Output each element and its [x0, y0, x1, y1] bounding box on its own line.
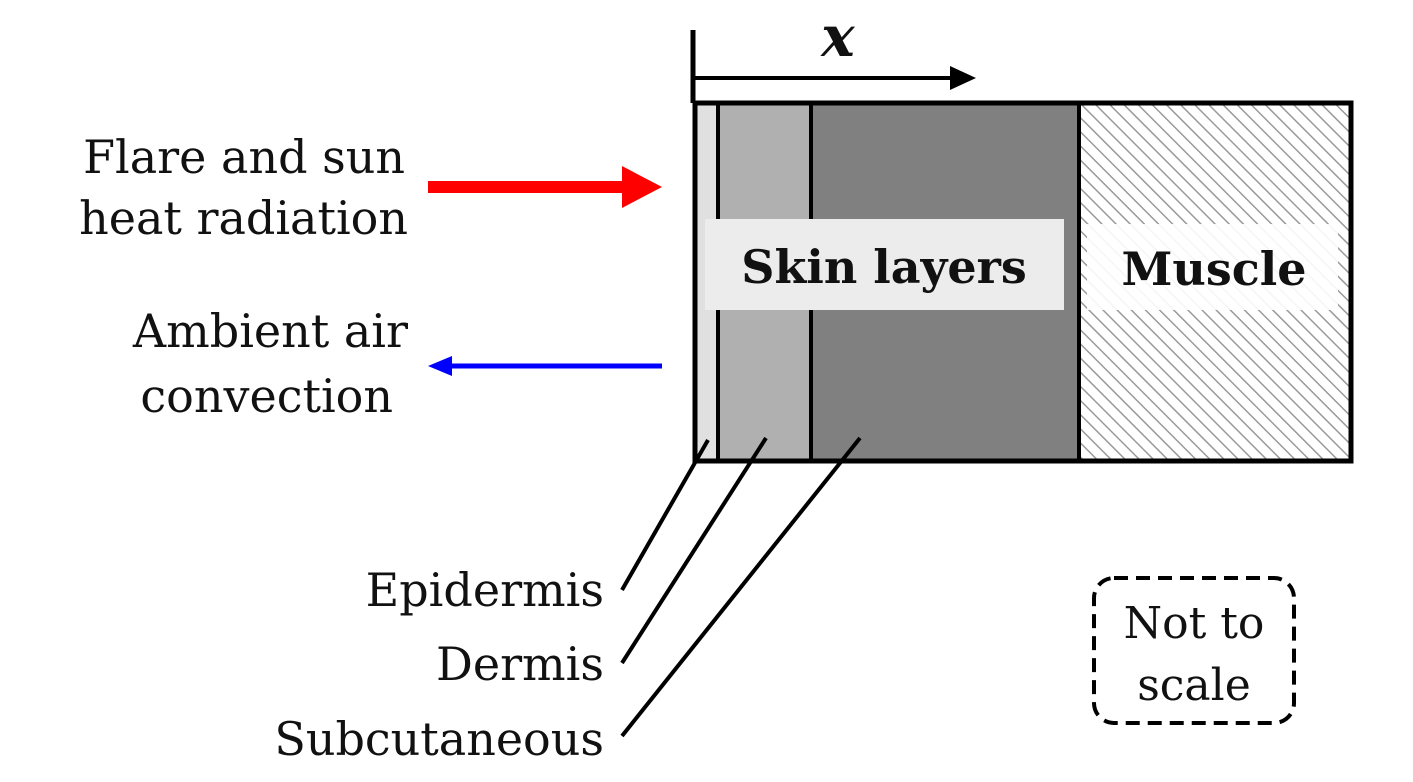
axis-x-label: x	[820, 4, 855, 70]
radiation-label-line1: Flare and sun	[83, 130, 405, 184]
convection-label-line1: Ambient air	[132, 304, 408, 358]
muscle-label: Muscle	[1121, 242, 1306, 296]
radiation-label-line2: heat radiation	[79, 191, 408, 245]
dermis-label: Dermis	[436, 637, 604, 691]
convection-arrow-head	[428, 356, 452, 376]
tissue-outline	[692, 100, 1354, 464]
subcutaneous-leader-line	[620, 436, 862, 738]
epidermis-label: Epidermis	[366, 563, 604, 617]
skin-label-box	[705, 219, 1064, 310]
radiation-arrow-head	[622, 166, 662, 208]
axis-x-arrowhead	[950, 66, 976, 90]
not-to-scale-line1: Not to	[1124, 598, 1265, 649]
not-to-scale-line2: scale	[1137, 660, 1251, 711]
not-to-scale-box	[1092, 576, 1296, 725]
subcutaneous-label: Subcutaneous	[274, 712, 604, 766]
dermis-leader-line	[620, 436, 768, 665]
muscle-label-box	[1087, 224, 1338, 310]
convection-label-line2: convection	[140, 369, 393, 423]
skin-layers-label: Skin layers	[741, 240, 1026, 294]
epidermis-leader-line	[620, 439, 710, 591]
